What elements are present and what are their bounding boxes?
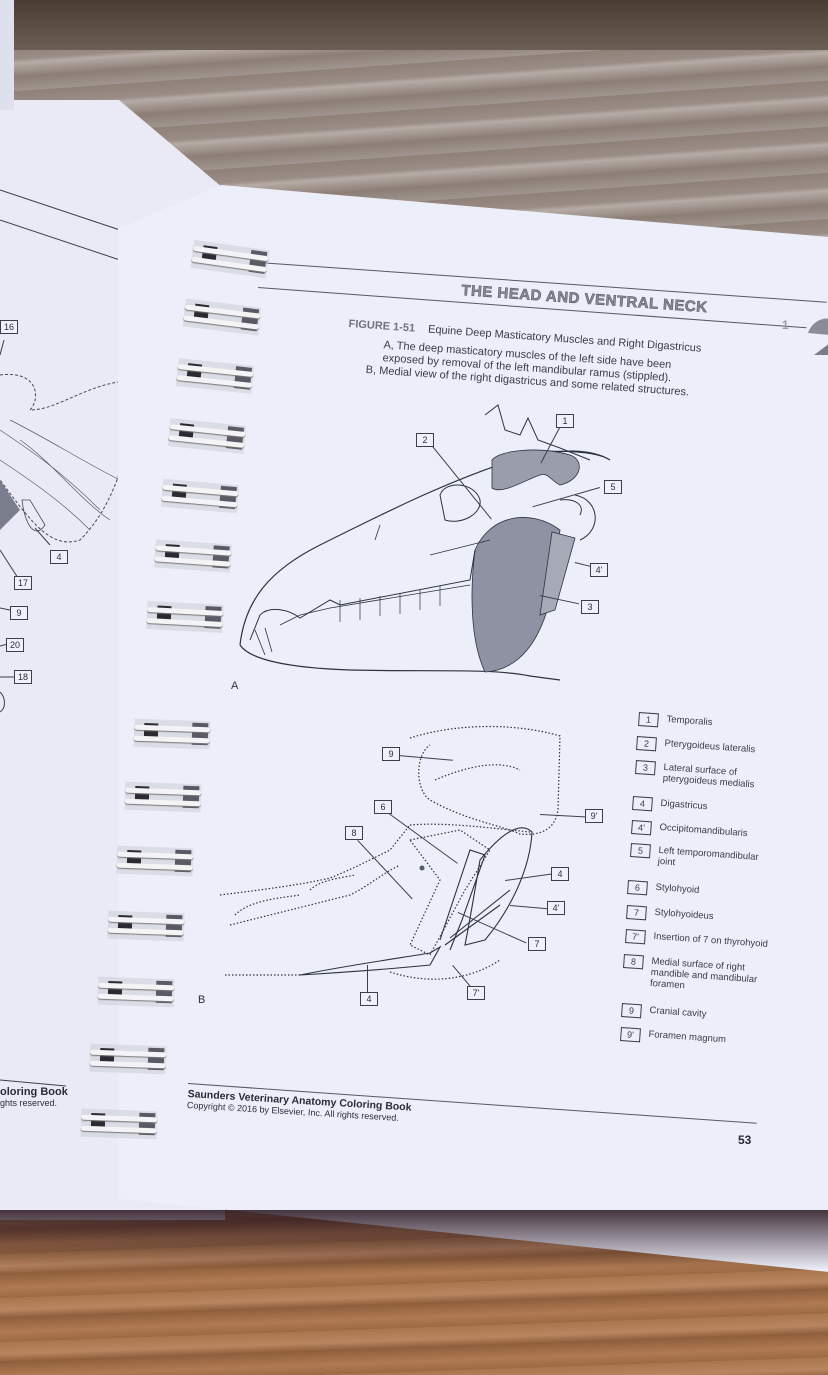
panel-b-letter: B (198, 994, 206, 1006)
leader-b-4-lower (367, 965, 368, 992)
spiral-coil (107, 910, 185, 942)
legend-key: 4' (631, 820, 652, 836)
legend-key: 9 (621, 1003, 642, 1019)
panel-b-label-4-lower: 4 (360, 992, 378, 1006)
legend-text: Digastricus (660, 797, 708, 813)
panel-b-label-6: 6 (374, 800, 392, 814)
panel-a-label-3: 3 (581, 600, 599, 614)
left-footer-book: oloring Book (0, 1086, 68, 1098)
spiral-coil (89, 1043, 167, 1075)
panel-b-digastricus-drawing (219, 725, 561, 980)
panel-a-label-1: 1 (556, 414, 574, 428)
left-label-20: 20 (6, 638, 24, 652)
legend-text: Temporalis (666, 713, 713, 729)
spiral-coil (97, 976, 175, 1008)
wooden-surface-top-shadow (0, 0, 828, 50)
panel-b-label-4: 4 (551, 867, 569, 881)
spiral-coil (116, 845, 194, 877)
panel-a-horse-skull-drawing (239, 404, 611, 681)
left-label-4: 4 (50, 550, 68, 564)
underlying-page-edge (0, 0, 14, 110)
left-label-18: 18 (14, 670, 32, 684)
book-shadow (0, 1210, 828, 1270)
panel-b-label-9prime: 9' (585, 809, 603, 823)
left-label-9: 9 (10, 606, 28, 620)
left-page-footer: oloring Book ghts reserved. (0, 1086, 68, 1108)
panel-b-label-9: 9 (382, 747, 400, 761)
panel-a-letter: A (231, 680, 239, 692)
legend-key: 7' (625, 929, 646, 945)
left-label-16: 16 (0, 320, 18, 334)
chapter-number: 1 (782, 318, 789, 332)
spiral-coil (146, 601, 224, 633)
spiral-coil (154, 539, 232, 573)
legend-key: 6 (627, 880, 648, 896)
spiral-coil (124, 781, 202, 813)
legend-key: 9' (620, 1027, 641, 1043)
legend-key: 3 (635, 760, 656, 776)
spiral-coil (80, 1108, 158, 1140)
legend-text: Stylohyoid (655, 881, 700, 896)
legend-key: 4 (632, 796, 653, 812)
panel-b-label-4prime: 4' (547, 901, 565, 915)
spiral-coil (133, 718, 211, 750)
legend-key: 5 (630, 843, 651, 859)
left-footer-copyright: ghts reserved. (0, 1098, 58, 1108)
panel-b-label-7: 7 (528, 937, 546, 951)
chapter-thumb-icon (808, 318, 828, 355)
legend-key: 2 (636, 736, 657, 752)
panel-b-label-8: 8 (345, 826, 363, 840)
legend-key: 7 (626, 905, 647, 921)
panel-a-label-4prime: 4' (590, 563, 608, 577)
panel-b-label-7prime: 7' (467, 986, 485, 1000)
panel-a-label-5: 5 (604, 480, 622, 494)
page-number: 53 (738, 1133, 752, 1147)
legend-key: 1 (638, 712, 659, 728)
legend-key: 8 (623, 954, 644, 970)
panel-a-label-2: 2 (416, 433, 434, 447)
left-label-17: 17 (14, 576, 32, 590)
